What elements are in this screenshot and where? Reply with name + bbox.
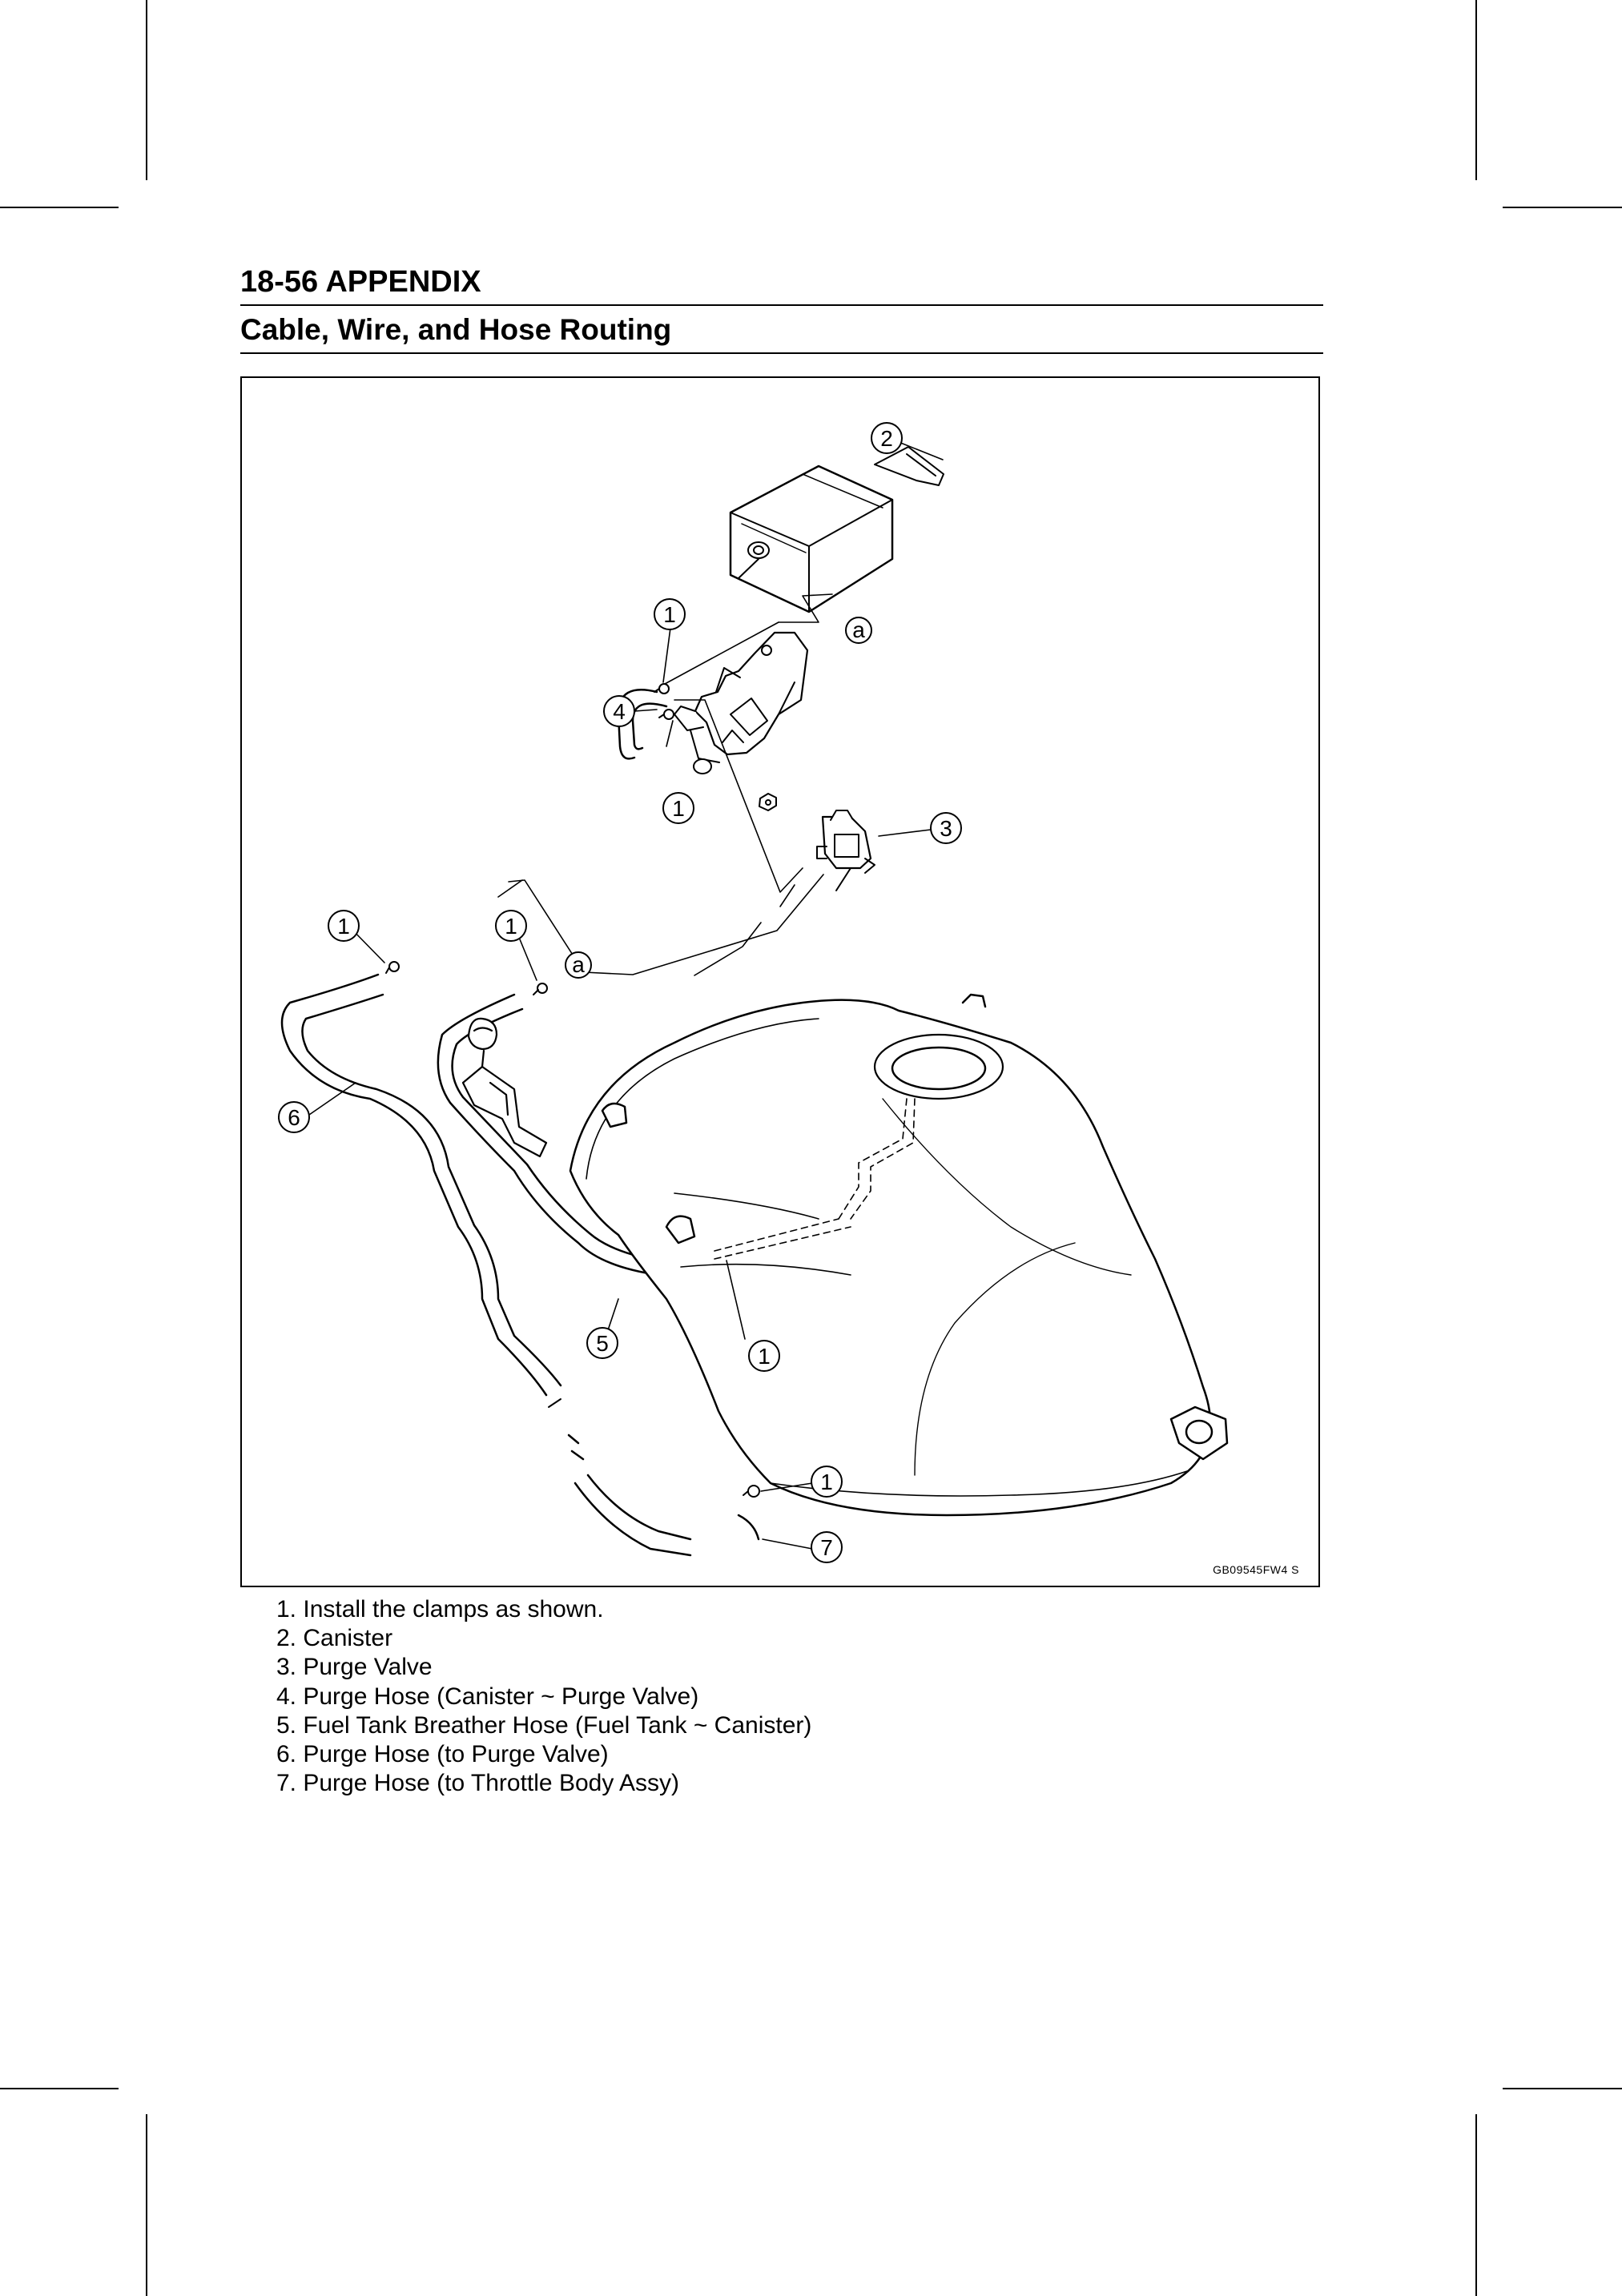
legend-item: 7. Purge Hose (to Throttle Body Assy) <box>276 1770 680 1797</box>
callout-circle <box>811 1531 843 1563</box>
callout-circle <box>930 812 962 844</box>
callout-circle <box>495 910 527 942</box>
legend-item: 6. Purge Hose (to Purge Valve) <box>276 1741 609 1768</box>
clamps-top-drawing <box>654 683 674 720</box>
crop-mark-top-right-h <box>1503 207 1622 208</box>
callout-label: 1 <box>505 914 517 939</box>
page-title: 18-56 APPENDIX <box>240 265 481 299</box>
legend-item: 2. Canister <box>276 1625 393 1652</box>
canister-bracket-drawing <box>674 631 809 774</box>
callout-circle <box>603 695 635 727</box>
callout-label: 6 <box>288 1105 300 1130</box>
section-title: Cable, Wire, and Hose Routing <box>240 313 672 346</box>
callout-circles <box>278 422 962 1563</box>
callout-label: 2 <box>880 426 893 451</box>
nut-drawing <box>759 793 777 811</box>
callout-circle <box>328 910 360 942</box>
callout-circle <box>278 1101 310 1133</box>
purge-hose-7-drawing <box>737 1485 760 1541</box>
callout-circle <box>565 951 592 979</box>
header-rule <box>240 304 1323 306</box>
routing-diagram-figure: 2 1 a 4 1 3 1 1 a 6 5 1 1 7 GB09545FW4 S <box>240 376 1320 1587</box>
figure-code: GB09545FW4 S <box>1213 1563 1299 1576</box>
callout-label: 5 <box>596 1331 609 1356</box>
legend-item: 1. Install the clamps as shown. <box>276 1596 604 1622</box>
crop-mark-bottom-right-h <box>1503 2088 1622 2089</box>
legend-list: 1. Install the clamps as shown. 2. Canis… <box>276 1595 811 1798</box>
crop-mark-bottom-left-h <box>0 2088 119 2089</box>
crop-mark-top-right-v <box>1475 0 1477 180</box>
callout-label: 4 <box>613 699 626 724</box>
routing-diagram: 2 1 a 4 1 3 1 1 a 6 5 1 1 7 <box>278 422 1229 1563</box>
callout-circle <box>811 1466 843 1498</box>
legend-item: 3. Purge Valve <box>276 1654 433 1681</box>
callout-label: 3 <box>940 816 952 841</box>
routing-lines <box>497 593 833 976</box>
purge-hose-6-drawing <box>280 973 692 1557</box>
legend-item: 4. Purge Hose (Canister ~ Purge Valve) <box>276 1683 699 1710</box>
callout-circle <box>748 1340 780 1372</box>
callout-circle <box>871 422 903 454</box>
callout-label: 1 <box>758 1344 771 1369</box>
callout-circle <box>662 792 694 824</box>
crop-mark-top-left-v <box>146 0 147 180</box>
clamps-mid-drawing <box>385 961 548 995</box>
callout-labels: 2 1 a 4 1 3 1 1 a 6 5 1 1 7 <box>288 426 952 1560</box>
section-rule <box>240 352 1323 354</box>
crop-mark-bottom-left-v <box>146 2114 147 2296</box>
callout-label: 1 <box>663 602 676 627</box>
callout-label: a <box>852 617 865 642</box>
purge-valve-drawing <box>816 810 875 891</box>
callout-label: 1 <box>672 796 685 821</box>
crop-mark-top-left-h <box>0 207 119 208</box>
canister-drawing <box>729 446 944 613</box>
page-header: 18-56 APPENDIX Cable, Wire, and Hose Rou… <box>240 264 1323 354</box>
tank-bracket-drawing <box>461 1017 548 1158</box>
callout-label: 1 <box>820 1470 833 1494</box>
callout-label: a <box>572 952 585 977</box>
fuel-tank-drawing <box>569 993 1229 1517</box>
crop-mark-bottom-right-v <box>1475 2114 1477 2296</box>
callout-label: 1 <box>337 914 350 939</box>
callout-label: 7 <box>820 1535 833 1560</box>
callout-leaders <box>308 441 944 1550</box>
callout-circle <box>654 598 686 630</box>
callout-circle <box>586 1327 618 1359</box>
callout-circle <box>845 617 872 644</box>
legend-item: 5. Fuel Tank Breather Hose (Fuel Tank ~ … <box>276 1711 812 1739</box>
